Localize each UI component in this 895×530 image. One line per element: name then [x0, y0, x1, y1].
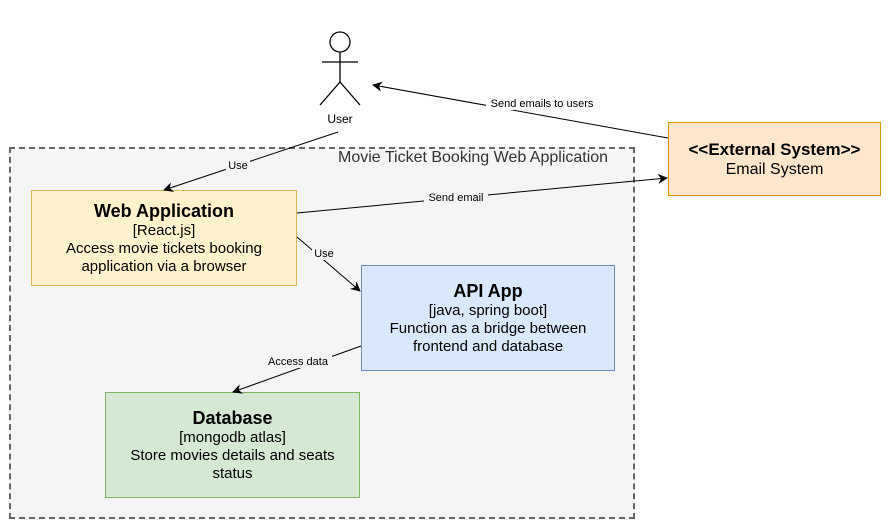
api-app-description: Function as a bridge between frontend an… — [389, 320, 587, 355]
api-app-title: API App — [453, 281, 523, 301]
database-tech: [mongodb atlas] — [179, 429, 286, 446]
edge-send-emails-to-users — [372, 81, 669, 139]
edge-web-use — [296, 236, 361, 292]
database-title: Database — [192, 408, 273, 428]
user-actor-icon[interactable] — [319, 31, 361, 106]
edge-label-bg — [226, 158, 250, 172]
edge-label-bg — [312, 246, 336, 260]
edge-label-bg — [424, 190, 488, 204]
edge-label-send-emails-to-users: Send emails to users — [491, 98, 594, 110]
external-system-stereotype: <<External System>> — [688, 140, 861, 159]
edge-label-web-use: Use — [314, 248, 334, 260]
database-description: Store movies details and seats status — [130, 447, 335, 482]
external-system-name: Email System — [725, 161, 824, 178]
edge-label-bg — [486, 96, 598, 110]
edge-access-data — [232, 345, 362, 394]
system-boundary-label: Movie Ticket Booking Web Application — [338, 149, 609, 166]
external-email-system-node[interactable]: <<External System>> Email System — [668, 122, 881, 196]
web-application-title: Web Application — [93, 201, 234, 221]
web-application-node[interactable]: Web Application [React.js] Access movie … — [31, 190, 297, 286]
edge-user-use — [163, 131, 339, 192]
user-actor-label: User — [327, 112, 352, 126]
api-app-node[interactable]: API App [java, spring boot] Function as … — [361, 265, 615, 371]
web-application-tech: [React.js] — [132, 222, 196, 239]
edge-label-access-data: Access data — [268, 356, 329, 368]
edge-label-user-use: Use — [228, 160, 248, 172]
api-app-tech: [java, spring boot] — [428, 302, 548, 319]
web-application-description: Access movie tickets booking application… — [66, 240, 262, 275]
edge-label-bg — [264, 354, 332, 368]
edge-label-send-email: Send email — [428, 192, 483, 204]
database-node[interactable]: Database [mongodb atlas] Store movies de… — [105, 392, 360, 498]
